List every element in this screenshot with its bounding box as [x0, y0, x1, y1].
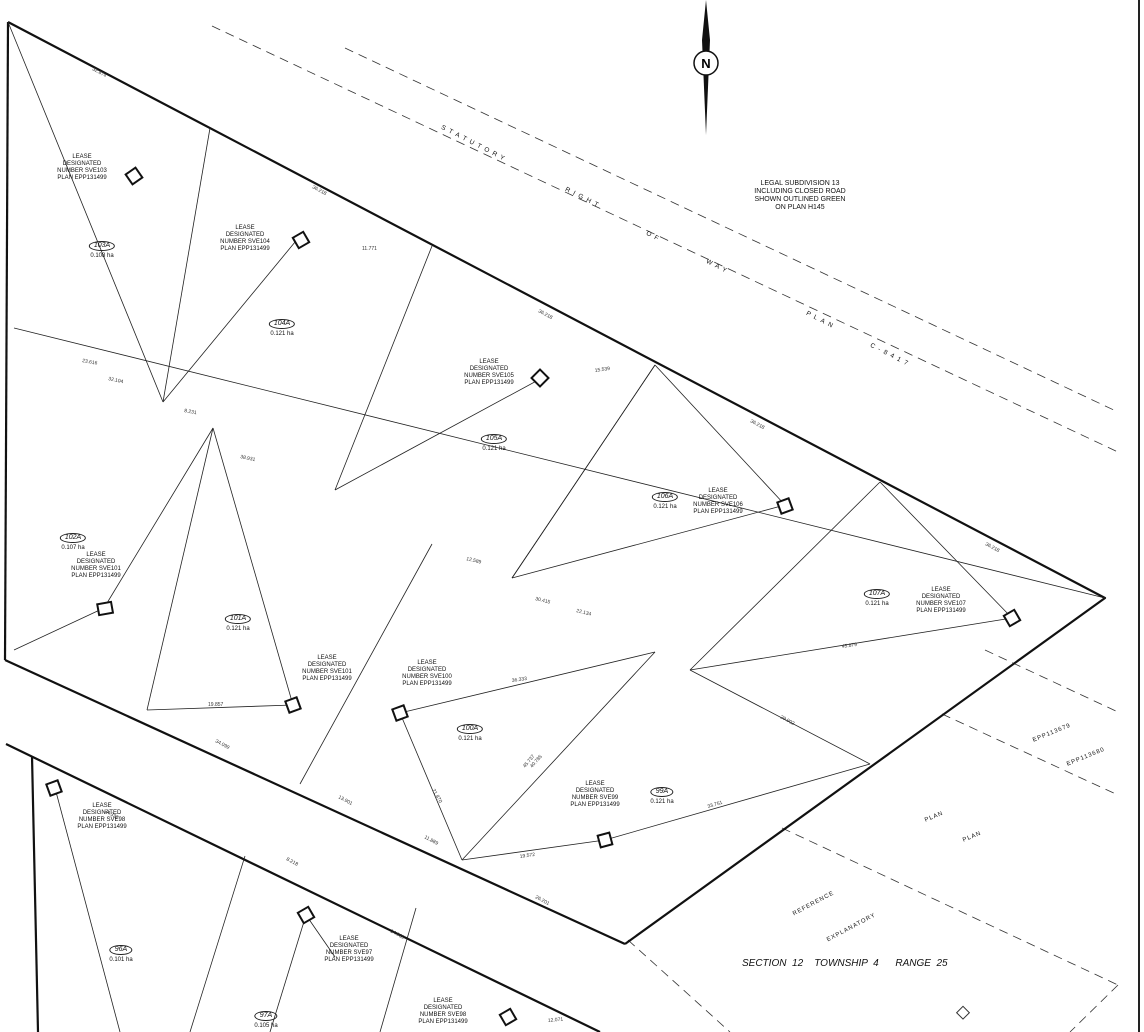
dim-label: 23.616 [82, 358, 98, 367]
lot-area: 0.101 ha [109, 957, 133, 963]
lease-box [596, 831, 614, 849]
lot-id: 99A [650, 787, 674, 797]
lot-area: 0.121 ha [270, 331, 294, 337]
lot-label: 106A 0.121 ha [651, 485, 679, 510]
lot-label: 107A 0.121 ha [863, 582, 891, 607]
lot-area: 0.121 ha [650, 799, 674, 805]
lot-area: 0.121 ha [653, 504, 677, 510]
diamond-symbol [955, 1005, 971, 1020]
lot-label: 104A 0.121 ha [268, 312, 296, 337]
note-line: INCLUDING CLOSED ROAD [754, 188, 846, 195]
lot-id: 96A [109, 945, 133, 955]
lot-area: 0.121 ha [482, 446, 506, 452]
lot-id: 101A [224, 614, 252, 624]
dim-label: 11.771 [362, 246, 377, 252]
lot-label: 97A 0.105 ha [254, 1004, 278, 1029]
dim-label: 8.231 [184, 408, 198, 416]
dim-label: 38.931 [240, 454, 256, 463]
lease-box [124, 166, 144, 186]
lease-box [1002, 608, 1022, 628]
dim-label: 32.874 [91, 66, 108, 79]
lease-box [291, 230, 311, 250]
dim-label: 14.989 [389, 928, 406, 941]
dim-label: 33.751 [707, 800, 724, 810]
lease-box [391, 704, 409, 722]
dim-label: 12.589 [466, 556, 483, 566]
lot-id: 106A [651, 492, 679, 502]
lot-label: 96A 0.101 ha [109, 938, 133, 963]
lot-label: 105A 0.121 ha [480, 427, 508, 452]
dim-label: 30.415 [535, 596, 552, 606]
lot-id: 105A [480, 434, 508, 444]
lot-area: 0.107 ha [61, 545, 85, 551]
svg-text:N: N [701, 56, 710, 71]
lot-area: 0.121 ha [865, 601, 889, 607]
parcel-boundaries [3, 21, 1107, 1032]
dim-label: 36.218 [537, 308, 554, 321]
dim-label: 12.071 [548, 1017, 564, 1024]
dim-label: 36.218 [984, 541, 1001, 554]
dim-label: 36.218 [311, 184, 328, 197]
lease-symbols [45, 166, 1022, 1027]
dim-label: 21.870 [430, 788, 443, 804]
lot-lines [7, 21, 1106, 1032]
legal-subdivision-note: LEGAL SUBDIVISION 13 INCLUDING CLOSED RO… [754, 180, 845, 212]
lot-label: 102A 0.107 ha [59, 526, 87, 551]
lot-area: 0.105 ha [254, 1023, 278, 1029]
lot-id: 104A [268, 319, 296, 329]
dim-label: 22.134 [576, 608, 593, 618]
note-line: ON PLAN H145 [775, 204, 825, 211]
dim-label: 11.889 [423, 834, 439, 846]
section-township-range: SECTION 12 TOWNSHIP 4 RANGE 25 [742, 958, 948, 969]
dim-label: 32.104 [108, 376, 124, 385]
lot-label: 99A 0.121 ha [650, 780, 674, 805]
lot-area: 0.121 ha [458, 736, 482, 742]
dim-label: 36.333 [511, 676, 527, 684]
right-of-way-lines [211, 25, 1119, 1032]
dim-label: 36.218 [749, 418, 766, 431]
dim-label: 15.539 [594, 366, 610, 374]
lease-box [498, 1007, 518, 1027]
dim-label: 13.901 [337, 794, 354, 807]
note-line: LEGAL SUBDIVISION 13 [760, 180, 840, 187]
lease-box [45, 779, 63, 797]
lot-id: 102A [59, 533, 87, 543]
dim-label: 45.879 [841, 642, 857, 650]
lot-label: 100A 0.121 ha [456, 717, 484, 742]
lot-id: 97A [254, 1011, 278, 1021]
dimension-labels: 32.874 36.218 36.218 36.218 36.218 11.77… [82, 66, 1001, 1024]
lease-box [296, 905, 316, 925]
dim-label: 29.902 [779, 714, 796, 727]
lease-box [284, 696, 302, 714]
lease-box [530, 368, 550, 388]
lot-label: 101A 0.121 ha [224, 607, 252, 632]
dim-label: 19.572 [519, 852, 535, 860]
dim-label: 34.099 [214, 738, 231, 751]
lot-id: 103A [88, 241, 116, 251]
lot-label: 103A 0.108 ha [88, 234, 116, 259]
lease-box [96, 600, 115, 617]
dim-label: 8.218 [285, 856, 299, 867]
lot-area: 0.108 ha [90, 253, 114, 259]
lot-id: 100A [456, 724, 484, 734]
note-line: SHOWN OUTLINED GREEN [754, 196, 846, 203]
lease-box [776, 497, 794, 515]
north-arrow-icon: N [693, 0, 719, 135]
lot-id: 107A [863, 589, 891, 599]
dim-label: 19.857 [208, 702, 224, 708]
lot-area: 0.121 ha [226, 626, 250, 632]
